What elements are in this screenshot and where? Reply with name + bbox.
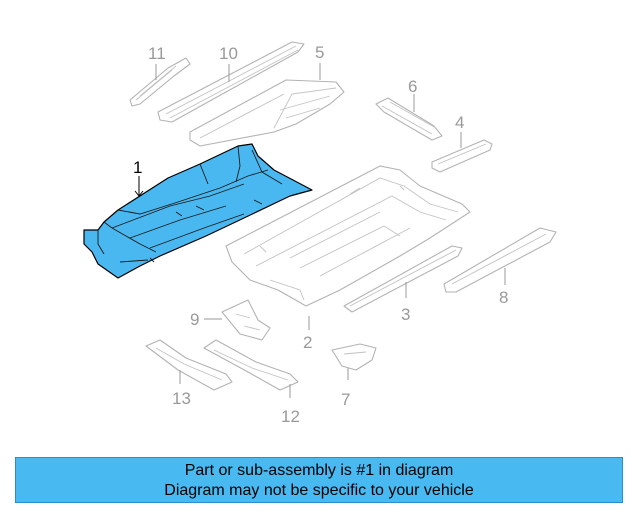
label-8[interactable]: 8: [499, 288, 508, 307]
label-9[interactable]: 9: [190, 310, 199, 329]
part-13: 13: [145, 339, 233, 408]
part-6: 6: [375, 77, 443, 141]
label-3[interactable]: 3: [401, 305, 410, 324]
label-12[interactable]: 12: [281, 407, 300, 426]
label-5[interactable]: 5: [315, 43, 324, 62]
label-11[interactable]: 11: [148, 44, 166, 63]
part-7: 7: [331, 343, 377, 409]
parts-diagram: 11 10 5 6 4 2 3: [83, 41, 557, 426]
label-1[interactable]: 1: [133, 158, 142, 177]
label-10[interactable]: 10: [219, 44, 238, 63]
part-10: 10: [157, 41, 305, 123]
part-12: 12: [203, 339, 300, 426]
banner-line-1: Part or sub-assembly is #1 in diagram: [184, 462, 454, 479]
part-5: 5: [189, 43, 345, 147]
part-1-highlighted[interactable]: 1: [83, 143, 313, 279]
part-3: 3: [343, 245, 463, 324]
part-4: 4: [431, 113, 493, 173]
label-2[interactable]: 2: [303, 333, 312, 352]
label-6[interactable]: 6: [408, 77, 417, 96]
part-9: 9: [190, 299, 271, 341]
part-8: 8: [443, 227, 557, 307]
label-13[interactable]: 13: [172, 389, 191, 408]
banner-line-2: Diagram may not be specific to your vehi…: [164, 482, 474, 499]
part-11: 11: [129, 44, 191, 107]
label-7[interactable]: 7: [341, 390, 350, 409]
notice-banner: Part or sub-assembly is #1 in diagram Di…: [15, 457, 623, 503]
label-4[interactable]: 4: [455, 113, 464, 132]
part-2: 2: [225, 165, 471, 352]
